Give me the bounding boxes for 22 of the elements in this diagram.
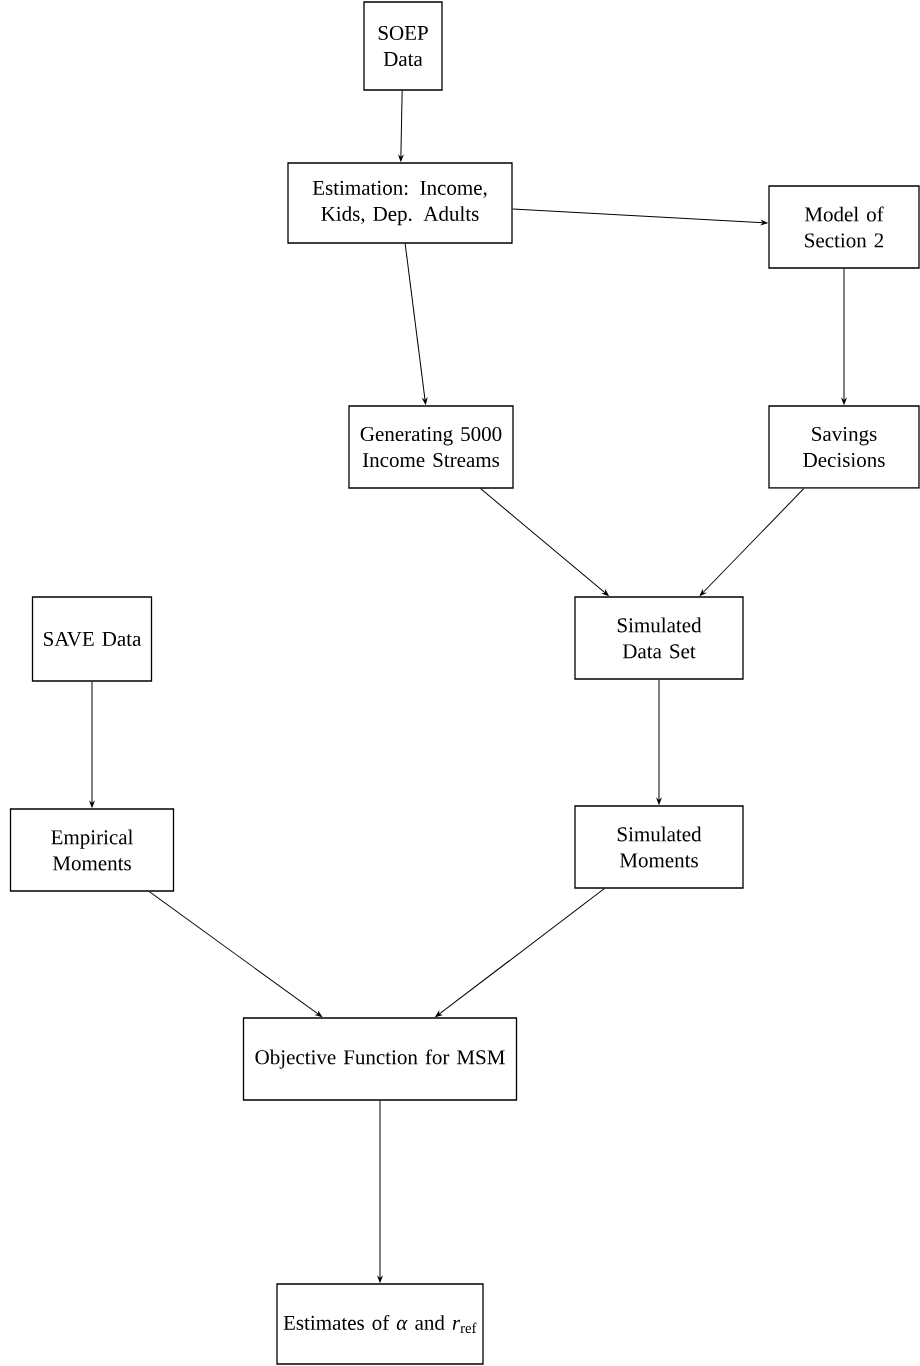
process-box: SOEP Data bbox=[363, 1, 443, 91]
process-box: Simulated Data Set bbox=[574, 596, 744, 680]
process-box: Model of Section 2 bbox=[768, 185, 920, 269]
arrow bbox=[398, 90, 404, 162]
process-box: Savings Decisions bbox=[768, 405, 920, 489]
arrow bbox=[404, 243, 428, 405]
process-box: Generating 5000 Income Streams bbox=[348, 405, 514, 489]
process-box: Simulated Moments bbox=[574, 805, 744, 889]
arrow bbox=[841, 268, 847, 405]
process-box: Estimates of α and r$_{ref}$ bbox=[276, 1283, 484, 1365]
arrow bbox=[377, 1100, 383, 1283]
process-box: Empirical Moments bbox=[9, 808, 175, 892]
arrow bbox=[148, 891, 323, 1018]
process-box: SAVE Data bbox=[31, 596, 153, 682]
process-box: Estimation: Income, Kids, Dep. Adults bbox=[287, 162, 513, 244]
arrow bbox=[512, 208, 768, 225]
arrow bbox=[435, 888, 605, 1017]
arrow bbox=[656, 679, 662, 805]
arrow bbox=[89, 681, 95, 808]
arrow bbox=[480, 488, 609, 596]
arrow bbox=[699, 488, 805, 596]
process-box: Objective Function for MSM bbox=[242, 1017, 518, 1101]
